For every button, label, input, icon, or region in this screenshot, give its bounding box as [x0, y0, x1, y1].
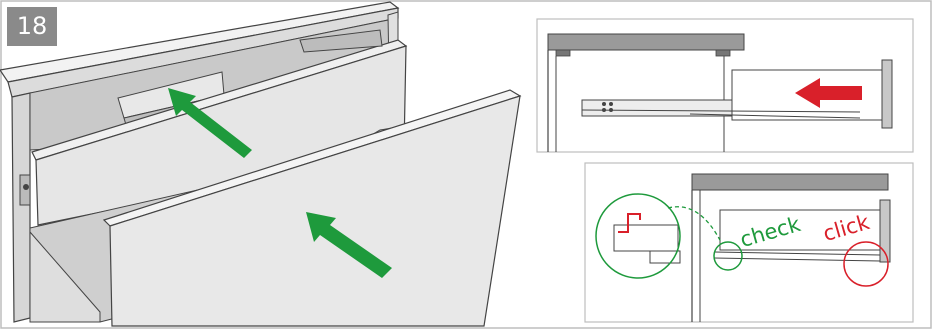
step-number-badge: 18: [7, 7, 57, 46]
cabinet-illustration: [0, 2, 520, 326]
detail-panel-slide: [537, 19, 913, 152]
